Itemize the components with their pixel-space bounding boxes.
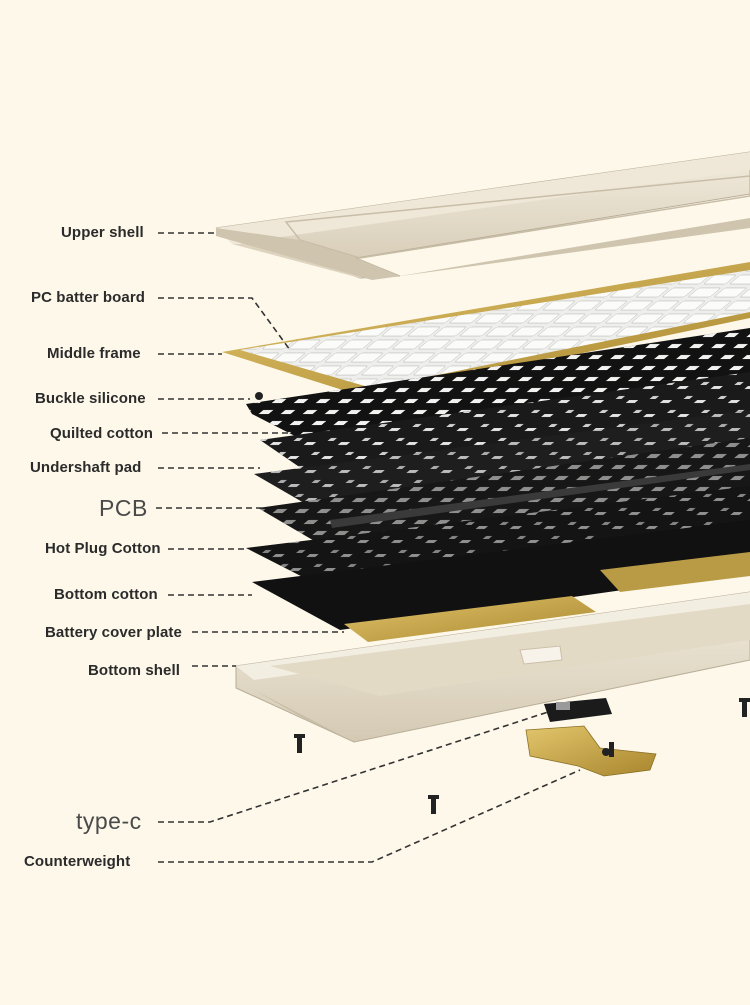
label-pcb: PCB: [99, 495, 148, 521]
label-counterweight: Counterweight: [24, 853, 131, 870]
label-bottom-cotton: Bottom cotton: [54, 586, 158, 603]
label-hot-plug-cotton: Hot Plug Cotton: [45, 540, 161, 557]
label-middle-frame: Middle frame: [47, 345, 141, 362]
type-c-board-part: [544, 698, 612, 722]
leader-lines: [156, 232, 581, 863]
upper-shell-part: [215, 151, 750, 280]
label-pc-batter-board: PC batter board: [31, 289, 146, 306]
label-battery-cover-plate: Battery cover plate: [45, 624, 182, 641]
label-buckle-silicone: Buckle silicone: [35, 390, 146, 407]
label-upper-shell: Upper shell: [61, 224, 144, 241]
screws: [255, 392, 750, 814]
bottom-shell-part: [235, 591, 750, 743]
battery-cover-plate-part: [344, 596, 596, 642]
label-bottom-shell: Bottom shell: [88, 662, 181, 679]
buckle-silicone-part: [246, 328, 750, 454]
counterweight-part: [525, 725, 657, 777]
label-type-c: type-c: [76, 808, 142, 834]
pcb-part: [258, 438, 750, 556]
middle-frame-part: [222, 262, 750, 398]
label-undershaft-pad: Undershaft pad: [30, 459, 142, 476]
label-quilted-cotton: Quilted cotton: [50, 425, 154, 442]
bottom-cotton-part: [252, 520, 750, 630]
